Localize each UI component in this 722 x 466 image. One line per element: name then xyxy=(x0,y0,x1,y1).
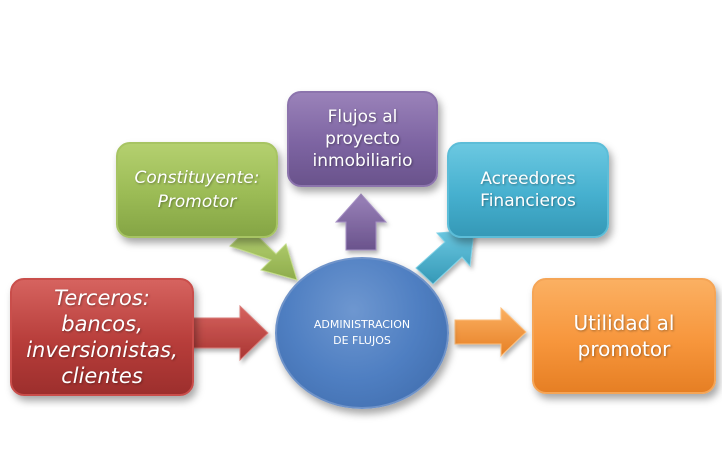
node-terceros: Terceros: bancos, inversionistas, client… xyxy=(10,278,194,396)
node-utilidad-line: Utilidad al xyxy=(573,311,675,335)
center-node: ADMINISTRACION DE FLUJOS xyxy=(275,257,449,409)
node-utilidad-line: promotor xyxy=(577,337,671,361)
arrow-center-to-utilidad xyxy=(454,306,527,358)
node-acreedores: Acreedores Financieros xyxy=(447,142,609,238)
center-node-line: DE FLUJOS xyxy=(333,334,391,347)
node-utilidad: Utilidad al promotor xyxy=(532,278,716,394)
node-flujos-line: proyecto xyxy=(325,129,400,149)
node-flujos-line: Flujos al xyxy=(327,107,398,127)
node-terceros-line: Terceros: xyxy=(54,286,150,310)
node-terceros-line: clientes xyxy=(61,364,143,388)
center-node-line: ADMINISTRACION xyxy=(313,318,411,331)
arrow-center-to-acreedores xyxy=(415,229,475,285)
node-acreedores-line: Acreedores xyxy=(480,169,576,189)
node-acreedores-line: Financieros xyxy=(480,191,576,211)
node-constituyente-line: Constituyente: xyxy=(134,168,260,188)
node-constituyente: Constituyente: Promotor xyxy=(116,142,278,238)
node-flujos-line: inmobiliario xyxy=(312,151,413,171)
node-constituyente-line: Promotor xyxy=(157,192,237,212)
node-terceros-line: inversionistas, xyxy=(26,338,178,362)
node-terceros-line: bancos, xyxy=(61,312,143,336)
node-flujos: Flujos al proyecto inmobiliario xyxy=(287,91,438,187)
arrow-center-to-flujos xyxy=(334,193,388,251)
arrow-terceros-to-center xyxy=(185,304,269,362)
